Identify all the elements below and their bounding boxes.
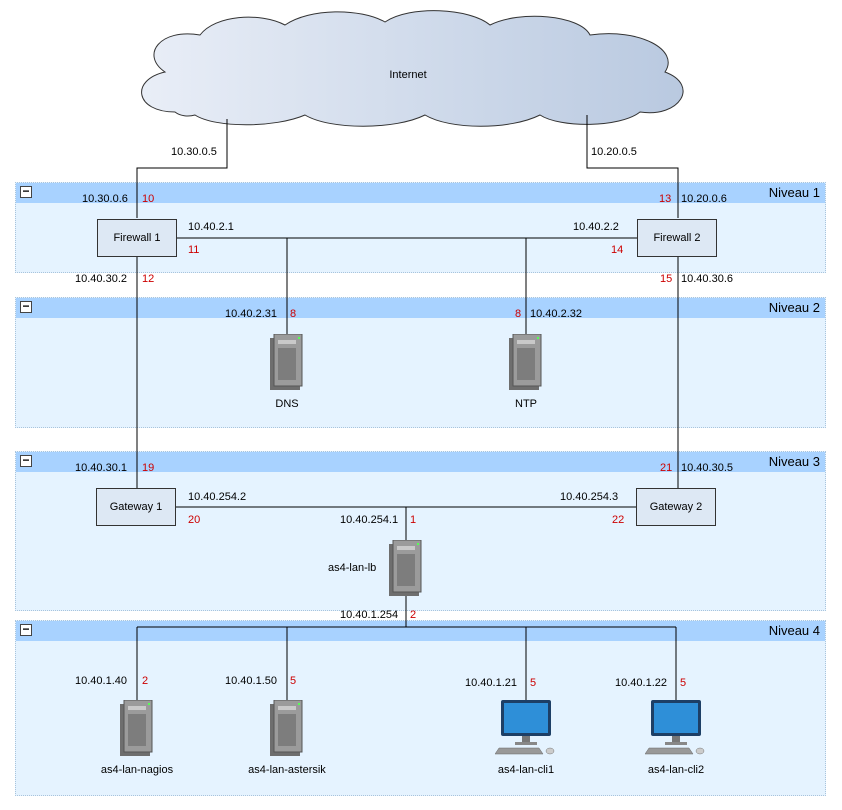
port-nagios: 2: [142, 675, 149, 687]
level-header: [16, 298, 825, 318]
collapse-button[interactable]: −: [20, 185, 32, 198]
cli1-desktop-icon[interactable]: [495, 700, 557, 756]
cli2-desktop-icon[interactable]: [645, 700, 707, 756]
addr-cli1: 10.40.1.21: [465, 677, 517, 689]
port-cli2: 5: [680, 677, 687, 689]
port-gw2-lan: 22: [612, 514, 625, 526]
firewall-2[interactable]: Firewall 2: [637, 219, 717, 257]
addr-gw2-lan: 10.40.254.3: [560, 491, 619, 503]
port-gw1-lan: 20: [188, 514, 201, 526]
astersik-server-icon[interactable]: [268, 700, 306, 758]
nagios-server-icon[interactable]: [118, 700, 156, 758]
addr-fw1-down: 10.40.30.2: [75, 273, 127, 285]
gateway-1[interactable]: Gateway 1: [96, 488, 176, 526]
addr-gw2-up: 10.40.30.5: [681, 462, 733, 474]
level-header: [16, 452, 825, 472]
port-fw1-down: 12: [142, 273, 155, 285]
level-title: Niveau 1: [768, 185, 820, 200]
network-links: [136, 115, 679, 705]
addr-dns: 10.40.2.31: [225, 308, 277, 320]
port-cli1: 5: [530, 677, 537, 689]
addr-astersik: 10.40.1.50: [225, 675, 277, 687]
collapse-button[interactable]: −: [20, 623, 32, 636]
internet-label: Internet: [389, 69, 426, 81]
level-header: [16, 183, 825, 203]
addr-cli2: 10.40.1.22: [615, 677, 667, 689]
port-lb-up: 1: [410, 514, 417, 526]
lb-label: as4-lan-lb: [328, 562, 377, 574]
lb-server-icon[interactable]: [387, 540, 425, 598]
port-astersik: 5: [290, 675, 297, 687]
level-title: Niveau 2: [768, 300, 820, 315]
level-title: Niveau 4: [768, 623, 820, 638]
internet-cloud: [141, 10, 684, 127]
port-dns: 8: [290, 308, 297, 320]
astersik-label: as4-lan-astersik: [248, 764, 326, 776]
addr-fw1-up: 10.30.0.6: [82, 193, 128, 205]
cli2-label: as4-lan-cli2: [647, 764, 705, 776]
port-fw2-up: 13: [659, 193, 672, 205]
addr-fw1-lan: 10.40.2.1: [188, 221, 234, 233]
addr-inet-right: 10.20.0.5: [591, 146, 637, 158]
addr-gw1-lan: 10.40.254.2: [188, 491, 247, 503]
port-ntp: 8: [515, 308, 522, 320]
port-fw2-down: 15: [660, 273, 673, 285]
addr-nagios: 10.40.1.40: [75, 675, 127, 687]
addr-inet-left: 10.30.0.5: [171, 146, 217, 158]
firewall-1[interactable]: Firewall 1: [97, 219, 177, 257]
collapse-button[interactable]: −: [20, 300, 32, 313]
port-gw2-up: 21: [660, 462, 673, 474]
addr-lb-down: 10.40.1.254: [340, 609, 399, 621]
dns-server-icon[interactable]: [268, 334, 306, 392]
port-fw2-lan: 14: [611, 244, 624, 256]
port-fw1-lan: 11: [188, 244, 200, 256]
level-header: [16, 621, 825, 641]
port-lb-down: 2: [410, 609, 417, 621]
addr-fw2-lan: 10.40.2.2: [573, 221, 619, 233]
port-gw1-up: 19: [142, 462, 155, 474]
level-2: − Niveau 2: [15, 297, 826, 428]
addr-lb-up: 10.40.254.1: [340, 514, 399, 526]
addr-ntp: 10.40.2.32: [530, 308, 582, 320]
addr-fw2-up: 10.20.0.6: [681, 193, 727, 205]
gateway-2[interactable]: Gateway 2: [636, 488, 716, 526]
dns-label: DNS: [275, 398, 299, 410]
addr-gw1-up: 10.40.30.1: [75, 462, 127, 474]
port-fw1-up: 10: [142, 193, 155, 205]
ntp-label: NTP: [515, 398, 537, 410]
addr-fw2-down: 10.40.30.6: [681, 273, 733, 285]
level-title: Niveau 3: [768, 454, 820, 469]
nagios-label: as4-lan-nagios: [100, 764, 174, 776]
collapse-button[interactable]: −: [20, 454, 32, 467]
ntp-server-icon[interactable]: [507, 334, 545, 392]
cli1-label: as4-lan-cli1: [497, 764, 555, 776]
